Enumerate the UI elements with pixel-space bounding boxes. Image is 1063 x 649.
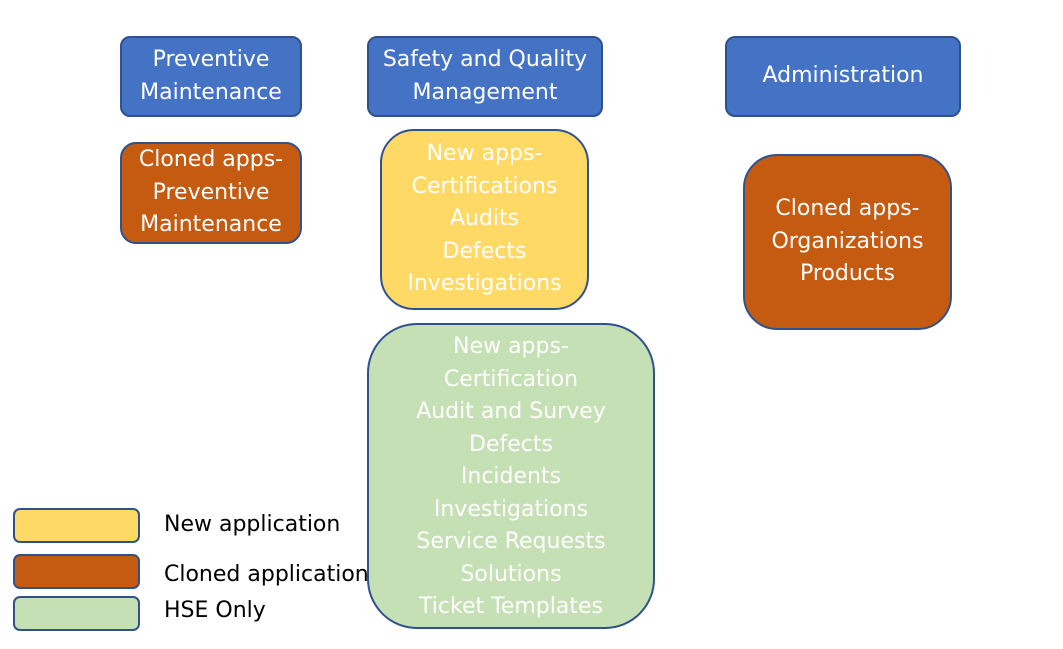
box-line: Solutions bbox=[460, 561, 562, 587]
box-line: Cloned apps- bbox=[775, 196, 920, 222]
box-line: Certification bbox=[443, 366, 579, 392]
legend-label-new: New application bbox=[164, 512, 341, 537]
box-line: New apps- bbox=[453, 334, 569, 359]
box-line: Service Requests bbox=[416, 529, 606, 554]
box-line: Defects bbox=[469, 431, 553, 457]
box-line: Certifications bbox=[411, 173, 558, 199]
box-line: Maintenance bbox=[140, 79, 282, 105]
administration-box: Administration bbox=[725, 36, 961, 117]
box-line: Organizations bbox=[771, 228, 924, 254]
legend-swatch-cloned bbox=[13, 554, 140, 589]
hse-new-apps-box: New apps- Certification Audit and Survey… bbox=[367, 323, 655, 629]
box-line: Investigations bbox=[433, 496, 589, 522]
box-line: Incidents bbox=[460, 464, 562, 489]
cloned-organizations-box: Cloned apps- Organizations Products bbox=[743, 154, 952, 330]
preventive-maintenance-box: Preventive Maintenance bbox=[120, 36, 302, 117]
legend-label-hse: HSE Only bbox=[164, 598, 266, 623]
box-line: New apps- bbox=[426, 141, 543, 167]
new-apps-box: New apps- Certifications Audits Defects … bbox=[380, 129, 589, 310]
box-line: Ticket Templates bbox=[419, 594, 603, 619]
legend-label-cloned: Cloned application bbox=[164, 562, 369, 587]
box-line: Administration bbox=[762, 63, 924, 89]
cloned-preventive-maintenance-box: Cloned apps- Preventive Maintenance bbox=[120, 142, 302, 244]
box-line: Investigations bbox=[407, 271, 562, 297]
box-line: Cloned apps- bbox=[138, 147, 284, 173]
box-line: Safety and Quality bbox=[382, 47, 588, 72]
legend-swatch-hse bbox=[13, 596, 140, 631]
box-line: Defects bbox=[442, 238, 527, 264]
legend-swatch-new bbox=[13, 508, 140, 543]
box-line: Management bbox=[412, 79, 558, 105]
box-line: Preventive bbox=[152, 179, 270, 205]
box-line: Audit and Survey bbox=[416, 399, 606, 424]
box-line: Preventive bbox=[152, 47, 270, 72]
box-line: Products bbox=[800, 261, 895, 287]
box-line: Maintenance bbox=[140, 212, 282, 238]
box-line: Audits bbox=[449, 206, 520, 232]
safety-quality-management-box: Safety and Quality Management bbox=[367, 36, 603, 117]
